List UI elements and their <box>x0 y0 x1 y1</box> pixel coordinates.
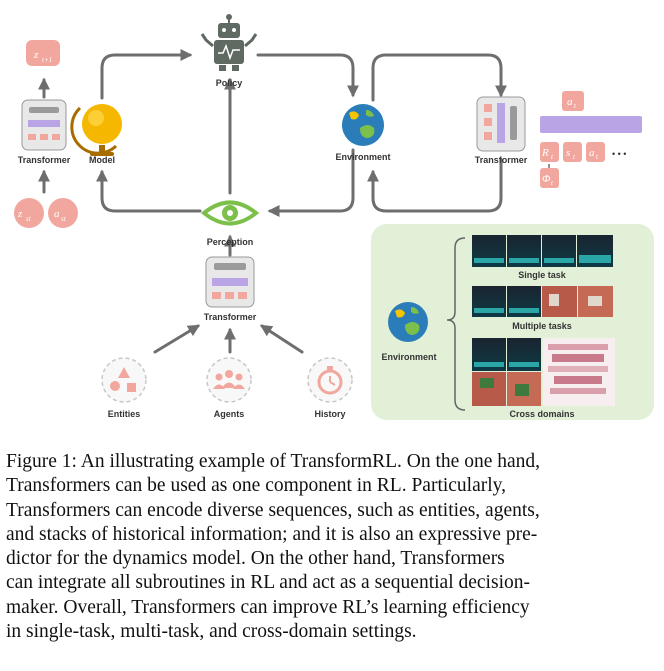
history-label: History <box>314 409 345 419</box>
svg-text:st: st <box>61 215 67 223</box>
policy-robot-icon <box>200 14 258 71</box>
agents-icon <box>206 357 252 403</box>
svg-text:t: t <box>551 153 554 161</box>
environment-panel-globe-icon <box>388 302 428 342</box>
entities-label: Entities <box>108 409 141 419</box>
sequence-ellipsis: • • • <box>612 149 626 159</box>
transformer-middle-label: Transformer <box>204 312 257 322</box>
model-label: Model <box>89 155 115 165</box>
multiple-tasks-thumbnails <box>472 286 613 317</box>
svg-text:t+1: t+1 <box>42 56 52 64</box>
entities-icon <box>101 357 147 403</box>
transformer-left-label: Transformer <box>18 155 71 165</box>
caption-line: in single-task, multi-task, and cross-do… <box>6 621 417 643</box>
token-a-t: a t <box>586 142 605 162</box>
token-a-t-output: a t <box>562 91 584 111</box>
cross-domains-label: Cross domains <box>509 409 574 419</box>
single-task-label: Single task <box>518 270 567 280</box>
svg-text:t: t <box>573 153 576 161</box>
svg-text:t: t <box>596 153 599 161</box>
svg-text:z: z <box>17 208 23 220</box>
caption-line: can integrate all subroutines in RL and … <box>6 572 530 594</box>
svg-text:st: st <box>26 215 32 223</box>
token-phi-t: Φ t <box>540 168 559 188</box>
svg-text:s: s <box>566 147 570 159</box>
caption-line: dictor for the dynamics model. On the ot… <box>6 548 505 570</box>
caption-line: maker. Overall, Transformers can improve… <box>6 596 530 618</box>
multiple-tasks-label: Multiple tasks <box>512 321 572 331</box>
svg-text:a: a <box>54 208 60 220</box>
svg-text:t: t <box>574 102 577 110</box>
svg-text:t: t <box>551 179 554 187</box>
svg-text:a: a <box>567 96 573 108</box>
caption-line: Figure 1: An illustrating example of Tra… <box>6 451 541 472</box>
policy-label: Policy <box>216 78 243 88</box>
caption-line: Transformers can encode diverse sequence… <box>6 499 540 521</box>
environment-panel-label: Environment <box>381 352 436 362</box>
caption-line: Transformers can be used as one componen… <box>6 475 507 497</box>
svg-text:R: R <box>541 147 549 159</box>
token-s-t: s t <box>563 142 582 162</box>
perception-label: Perception <box>207 237 254 247</box>
transformrl-diagram: z t+1 Transformer z st a st Model <box>14 14 654 420</box>
transformer-right-label: Transformer <box>475 155 528 165</box>
token-z-st: z st <box>14 198 44 228</box>
single-task-thumbnails <box>472 235 613 267</box>
left-loop-arrows <box>38 49 359 354</box>
transformer-block-middle <box>205 256 255 308</box>
model-globe-icon <box>70 104 122 156</box>
agents-label: Agents <box>214 409 245 419</box>
perception-eye-icon <box>200 200 260 226</box>
sequence-bar <box>540 116 642 133</box>
brace <box>446 237 466 411</box>
svg-text:z: z <box>33 49 39 61</box>
history-clock-icon <box>307 357 353 403</box>
figure-caption: Figure 1: An illustrating example of Tra… <box>6 450 658 644</box>
token-r-t: R t <box>540 142 559 162</box>
transformer-block-right <box>476 96 526 152</box>
token-a-st: a st <box>48 198 78 228</box>
environment-label: Environment <box>335 152 390 162</box>
environment-globe-icon <box>342 104 384 146</box>
caption-line: and stacks of historical information; an… <box>6 523 538 545</box>
transformer-block-left <box>21 99 67 151</box>
token-z-next: z t+1 <box>26 40 60 66</box>
svg-text:a: a <box>589 147 595 159</box>
cross-domains-thumbnails <box>472 338 615 406</box>
svg-text:Φ: Φ <box>542 173 551 185</box>
right-loop-arrows <box>367 53 507 213</box>
